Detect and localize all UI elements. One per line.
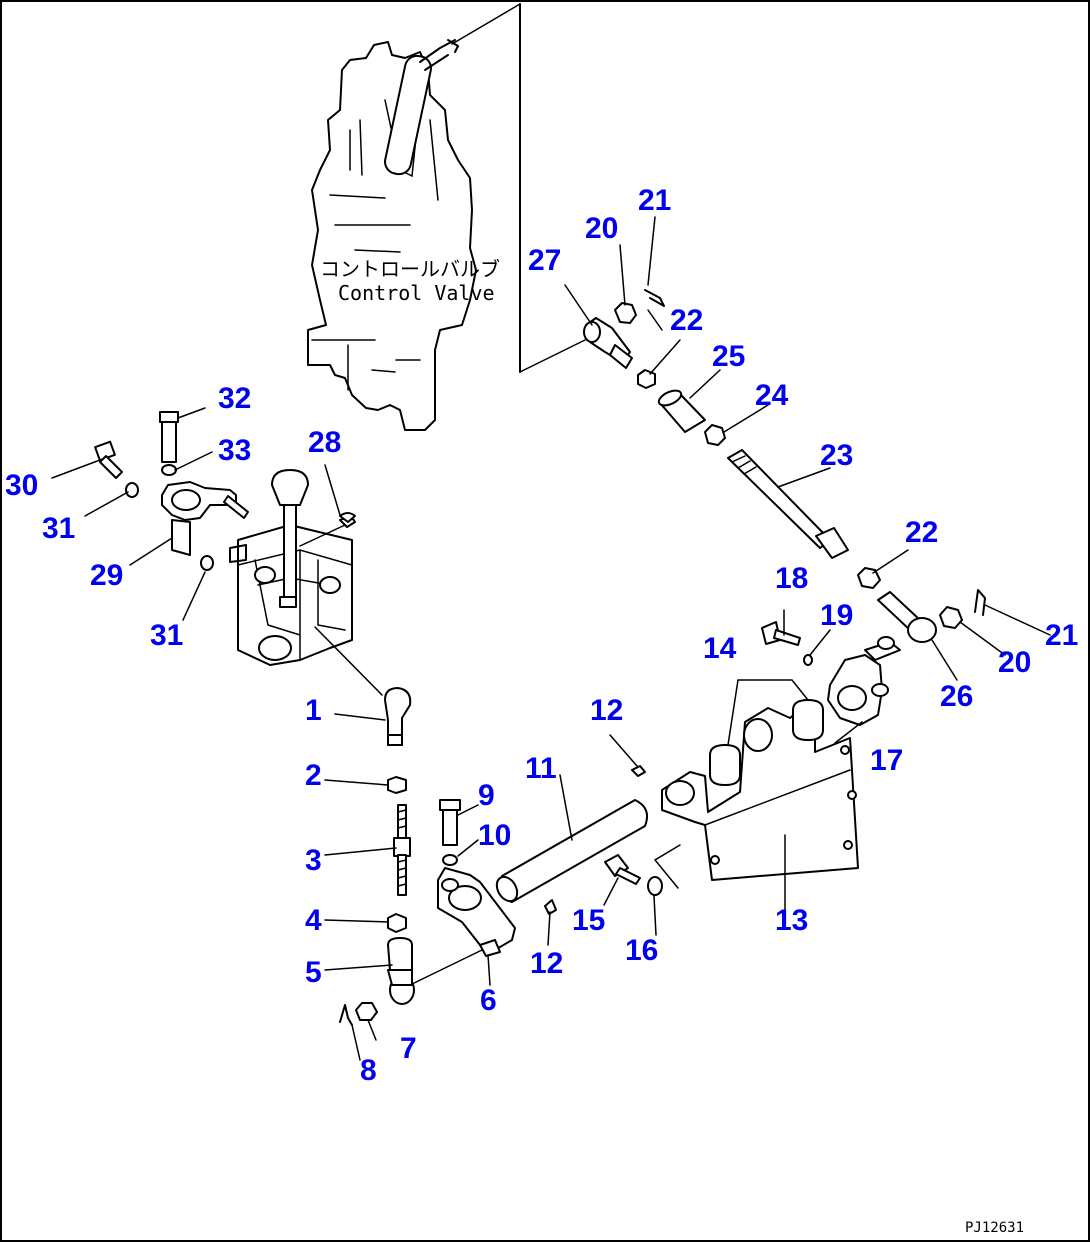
callout-23: 23 [820, 439, 853, 472]
callout-17: 17 [870, 744, 903, 777]
shaft-11-drawing [495, 765, 648, 915]
lever-bracket-drawing [229, 469, 383, 696]
callout-32: 32 [218, 382, 251, 415]
callout-20-upper: 20 [585, 212, 618, 245]
callout-7: 7 [400, 1032, 417, 1065]
lever-17-drawing [827, 636, 901, 726]
callout-27: 27 [528, 244, 561, 277]
callout-18: 18 [775, 562, 808, 595]
callout-30: 30 [5, 469, 38, 502]
callout-31-upper: 31 [42, 512, 75, 545]
callout-21-upper: 21 [638, 184, 671, 217]
callout-4: 4 [305, 904, 322, 937]
callout-3: 3 [305, 844, 322, 877]
callout-6: 6 [480, 984, 497, 1017]
callout-20-lower: 20 [998, 646, 1031, 679]
lever-6-drawing [437, 799, 516, 957]
drawing-code: PJ12631 [965, 1220, 1024, 1236]
callout-26: 26 [940, 680, 973, 713]
clamp-assembly-drawing [94, 411, 249, 571]
callout-1: 1 [305, 694, 322, 727]
callout-16: 16 [625, 934, 658, 967]
callout-12-upper: 12 [590, 694, 623, 727]
callout-labels: 1 2 3 4 5 6 7 8 9 10 11 12 12 13 14 15 1… [5, 184, 1078, 1087]
callout-19: 19 [820, 599, 853, 632]
leader-lines [51, 216, 1051, 1061]
callout-15: 15 [572, 904, 605, 937]
bolt-15-washer-16-drawing [604, 854, 663, 896]
callout-14: 14 [703, 632, 737, 665]
callout-31-lower: 31 [150, 619, 183, 652]
callout-8: 8 [360, 1054, 377, 1087]
callout-10: 10 [478, 819, 511, 852]
callout-13: 13 [775, 904, 808, 937]
callout-29: 29 [90, 559, 123, 592]
pin-28-drawing [339, 512, 356, 523]
callout-28: 28 [308, 426, 341, 459]
callout-22-upper: 22 [670, 304, 703, 337]
callout-21-lower: 21 [1045, 619, 1078, 652]
callout-12-lower: 12 [530, 947, 563, 980]
callout-22-lower: 22 [905, 516, 938, 549]
control-valve-caption-jp: コントロールバルブ [320, 257, 500, 281]
callout-2: 2 [305, 759, 322, 792]
control-valve-caption-en: Control Valve [338, 281, 495, 305]
bolt-18-washer-19-drawing [761, 621, 813, 666]
callout-24: 24 [755, 379, 789, 412]
callout-9: 9 [478, 779, 495, 812]
callout-33: 33 [218, 434, 251, 467]
upper-linkage-drawing [583, 289, 986, 643]
vertical-linkage-drawing [339, 687, 415, 1026]
callout-11: 11 [525, 752, 557, 785]
callout-5: 5 [305, 956, 322, 989]
control-valve-drawing: コントロールバルブ Control Valve [307, 3, 586, 431]
bracket-13-drawing [661, 699, 859, 881]
callout-25: 25 [712, 340, 745, 373]
